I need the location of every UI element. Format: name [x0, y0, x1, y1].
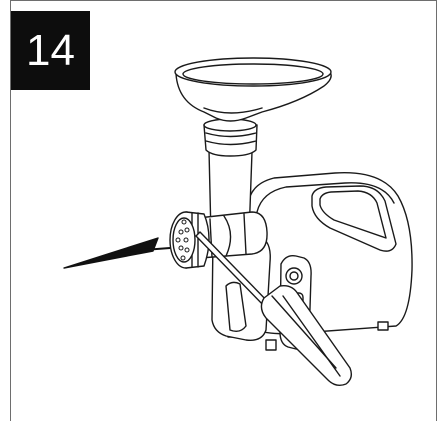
panel-right-border	[436, 0, 437, 421]
direction-arrow	[63, 237, 159, 269]
grinder-head	[197, 211, 268, 259]
ring-nut	[169, 211, 210, 269]
screwdriver-tool	[195, 231, 353, 387]
food-tray	[174, 57, 332, 122]
panel-left-border	[10, 0, 11, 421]
panel-top-border	[10, 0, 436, 1]
step-number-badge: 14	[11, 11, 90, 90]
